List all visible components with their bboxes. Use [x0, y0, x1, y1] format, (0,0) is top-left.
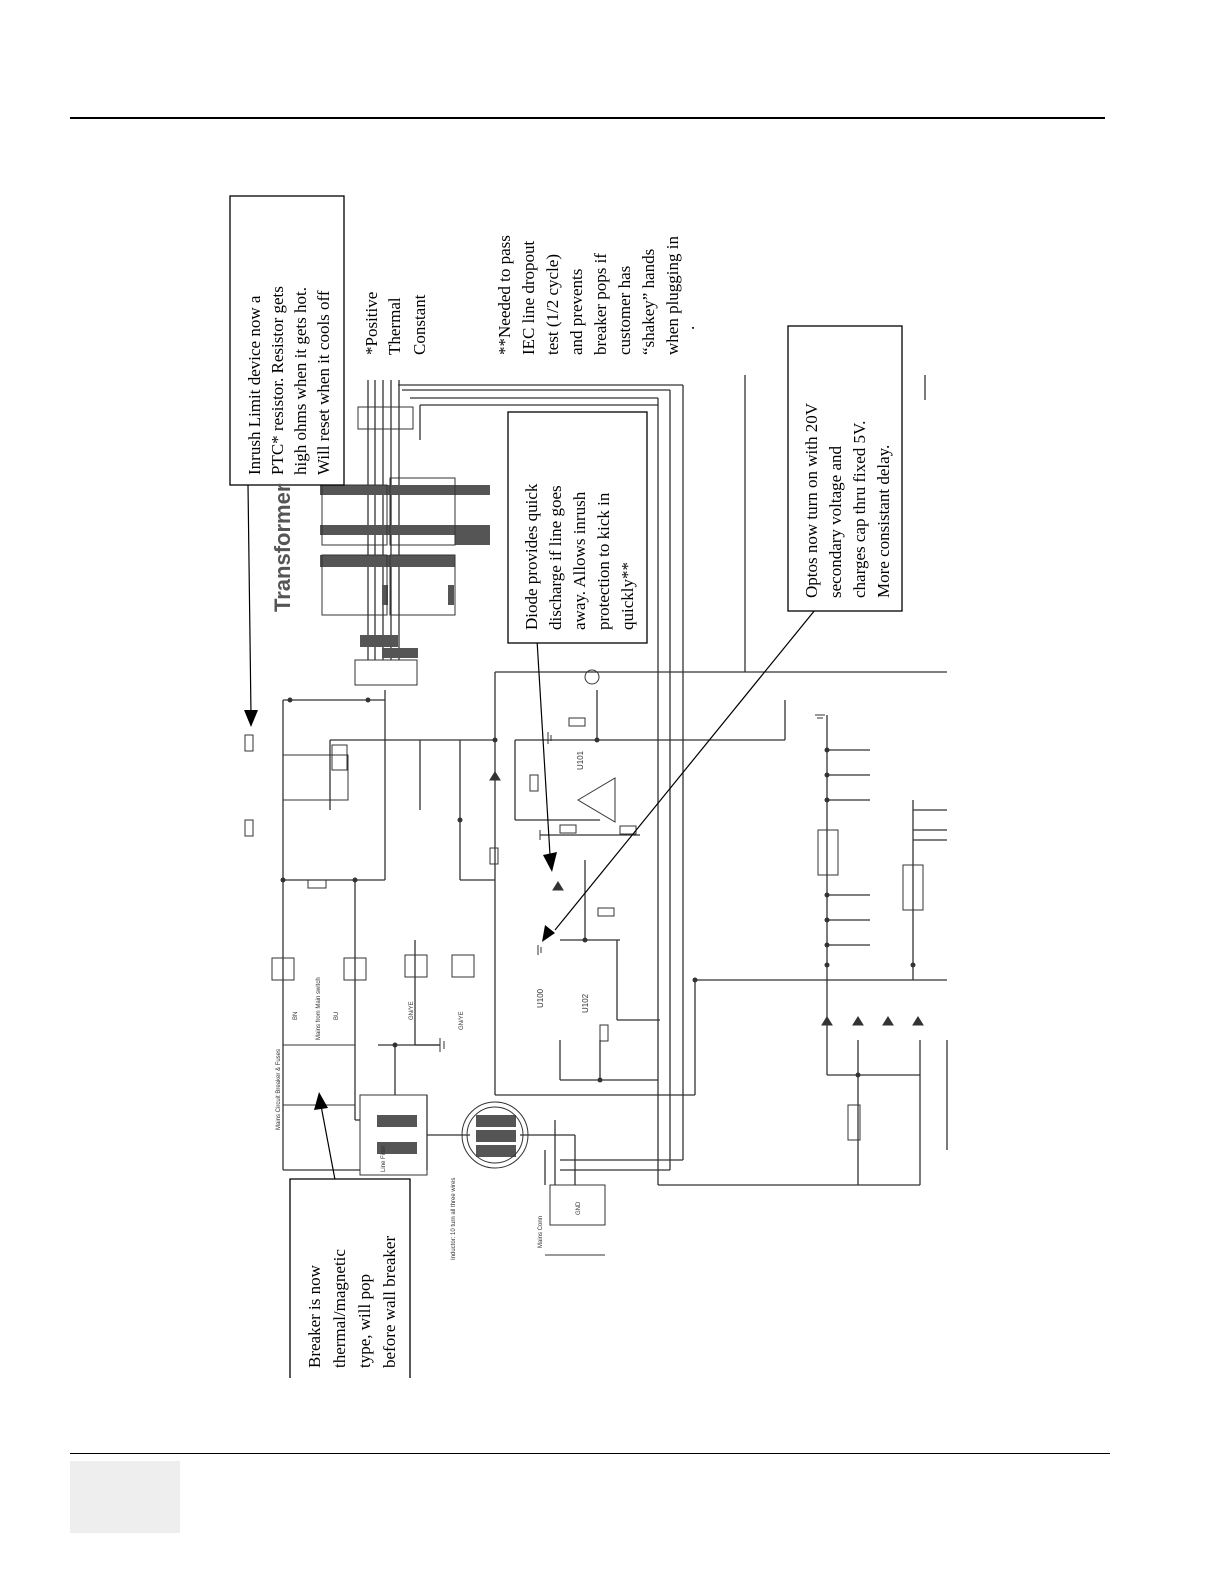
note-boxes: [229, 195, 903, 1378]
mains-from-switch-label: Mains from Main switch: [316, 977, 322, 1040]
gnd-label: GND: [576, 1201, 582, 1215]
line-filter-label: Line Filter: [381, 1146, 387, 1172]
iec-note-line-2: IEC line dropout: [519, 240, 538, 355]
inrush-note-line-1: Inrush Limit device now a: [245, 295, 264, 475]
breaker-note-line-2: thermal/magnetic: [330, 1249, 349, 1368]
u102-label: U102: [581, 993, 590, 1013]
iec-note-line-7: “shakey” hands: [639, 249, 658, 355]
diode-note-line-4: protection to kick in: [594, 492, 613, 630]
iec-note-line-9: .: [679, 326, 698, 330]
mains-breaker-label: Mains Circuit Breaker & Fuses: [276, 1049, 282, 1130]
gnye-label-1: GN/YE: [409, 1001, 415, 1020]
iec-note-line-4: and prevents: [567, 269, 586, 355]
annotation-arrows: [247, 484, 816, 1186]
iec-note-line-6: customer has: [615, 266, 634, 355]
component-outlines: [244, 406, 924, 1256]
bn-label: BN: [293, 1012, 299, 1020]
ptc-footnote-line-1: *Positive: [362, 292, 381, 355]
gnye-label-2: GN/YE: [459, 1011, 465, 1030]
diode-note-line-1: Diode provides quick: [522, 483, 541, 630]
breaker-note-line-3: type, will pop: [355, 1274, 374, 1368]
ptc-footnote-line-2: Thermal: [385, 297, 404, 355]
top-rule: [70, 117, 1105, 119]
inrush-note-line-3: high ohms when it gets hot.: [291, 287, 310, 475]
optos-note-line-4: More consistant delay.: [874, 445, 893, 598]
u101-label: U101: [576, 750, 585, 770]
bottom-rule: [70, 1453, 1110, 1454]
iec-note-line-3: test (1/2 cycle): [543, 254, 562, 355]
arrow-heads: [244, 710, 557, 1110]
iec-note-line-1: **Needed to pass: [495, 235, 514, 355]
diodes: [489, 771, 924, 1026]
optos-note-line-1: Optos now turn on with 20V: [802, 402, 821, 598]
iec-note-line-5: breaker pops if: [591, 253, 610, 355]
optos-note-line-2: secondary voltage and: [826, 446, 845, 598]
ptc-footnote-line-3: Constant: [410, 294, 429, 355]
inrush-note-line-2: PTC* resistor. Resistor gets: [268, 286, 287, 475]
iec-note-line-8: when plugging in: [663, 236, 682, 355]
mains-conn-label: Mains Conn: [538, 1216, 544, 1248]
junction-dots: [280, 697, 916, 1083]
transformer-label: Transformer: [270, 483, 295, 612]
inrush-note-line-4: Will reset when it cools off: [314, 290, 333, 475]
u100-label: U100: [536, 988, 545, 1008]
bu-label: BU: [334, 1012, 340, 1020]
breaker-note-line-1: Breaker is now: [305, 1264, 324, 1368]
optos-note-line-3: charges cap thru fixed 5V.: [850, 421, 869, 598]
breaker-note-line-4: before wall breaker: [380, 1236, 399, 1368]
diode-note-line-3: away. Allows inrush: [570, 491, 589, 630]
ground-symbols: [439, 714, 825, 1052]
components: [320, 485, 516, 1157]
diode-note-line-5: quickly**: [618, 562, 637, 630]
inductor-label: Inductor: 10 turn all three wires: [451, 1178, 457, 1260]
diode-note-line-2: discharge if line goes: [546, 485, 565, 630]
page-number-tab: [70, 1461, 180, 1533]
